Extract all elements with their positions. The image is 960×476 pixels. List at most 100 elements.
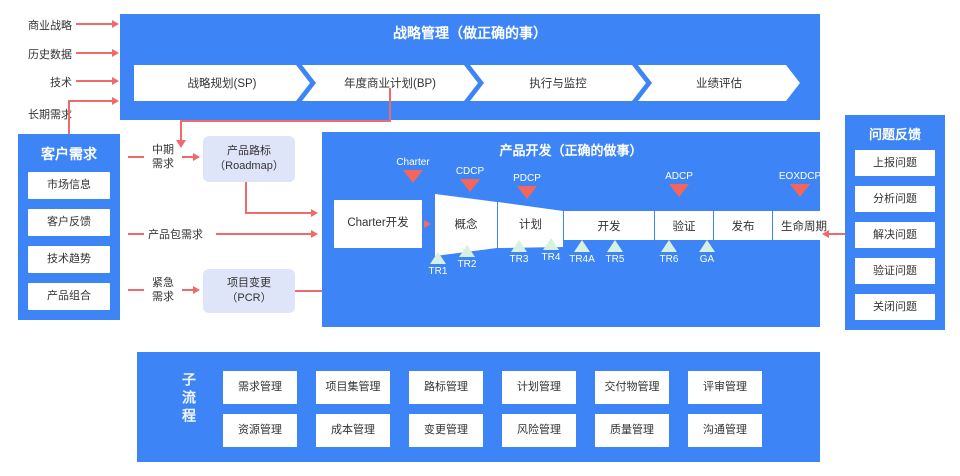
- product-development-panel: 产品开发（正确的做事） Charter开发 概念 计划 开发 验证 发布 生命周…: [322, 132, 835, 327]
- strategy-phase-evaluation[interactable]: 业绩评估: [638, 65, 800, 101]
- subprocess-item-plan[interactable]: 计划管理: [502, 371, 576, 404]
- subprocess-item-risk[interactable]: 风险管理: [502, 414, 576, 447]
- subprocess-panel-title: 子流程: [181, 372, 197, 426]
- phase-verification-label: 验证: [672, 220, 696, 233]
- subprocess-item-communication-label: 沟通管理: [703, 424, 747, 437]
- subprocess-item-program-label: 项目集管理: [325, 381, 381, 394]
- charter-development-box[interactable]: Charter开发: [334, 200, 422, 248]
- input-label-history-data: 历史数据: [28, 49, 72, 61]
- gate-marker-eoxdcp-icon: [790, 184, 810, 197]
- pcr-box-line1: 项目变更: [227, 277, 271, 290]
- gate-label-pdcp: PDCP: [513, 173, 541, 184]
- connector-arrow-roadmap-to-product: [311, 209, 318, 217]
- input-label-long-term-demand: 长期需求: [28, 109, 72, 121]
- issue-item-report[interactable]: 上报问题: [855, 150, 935, 176]
- customer-item-feedback[interactable]: 客户反馈: [28, 209, 110, 236]
- connector-line-urgent-2: [182, 289, 195, 291]
- review-label-tr4a: TR4A: [569, 254, 595, 265]
- connector-line-issue-to-product: [828, 233, 846, 235]
- gate-label-cdcp: CDCP: [455, 166, 485, 177]
- gate-marker-charter-icon: [403, 170, 423, 183]
- subprocess-item-requirement[interactable]: 需求管理: [223, 371, 297, 404]
- inbound-inputs: 商业战略 历史数据 技术 长期需求: [0, 0, 125, 135]
- phase-verification[interactable]: 验证: [655, 211, 713, 240]
- input-label-technology: 技术: [50, 77, 72, 89]
- connector-line-bp-vertical: [389, 88, 391, 121]
- connector-arrow-technology: [112, 77, 119, 85]
- subprocess-item-resource[interactable]: 资源管理: [223, 414, 297, 447]
- phase-development[interactable]: 开发: [564, 211, 654, 240]
- gate-label-charter: Charter: [396, 157, 430, 168]
- issue-item-resolve-label: 解决问题: [873, 228, 917, 241]
- connector-line-technology: [76, 80, 114, 82]
- roadmap-box-line1: 产品路标: [227, 145, 271, 158]
- pcr-box[interactable]: 项目变更 （PCR）: [203, 269, 295, 313]
- strategy-phase-execution[interactable]: 执行与监控: [470, 65, 646, 101]
- subprocess-item-deliverable[interactable]: 交付物管理: [595, 371, 669, 404]
- subprocess-item-cost[interactable]: 成本管理: [316, 414, 390, 447]
- subprocess-item-change-label: 变更管理: [424, 424, 468, 437]
- subprocess-item-risk-label: 风险管理: [517, 424, 561, 437]
- issue-item-analyze[interactable]: 分析问题: [855, 186, 935, 212]
- funnel-plan-label: 计划: [519, 219, 542, 231]
- flow-label-urgent-line2: 需求: [152, 290, 174, 303]
- gate-label-adcp: ADCP: [665, 171, 693, 182]
- connector-line-urgent: [128, 289, 144, 291]
- customer-item-tech-trend-label: 技术趋势: [47, 253, 91, 266]
- issue-item-verify-label: 验证问题: [873, 264, 917, 277]
- review-marker-ga-icon: [699, 240, 715, 252]
- connector-line-roadmap-down: [245, 182, 247, 214]
- phase-release-label: 发布: [731, 220, 755, 233]
- issue-panel-title: 问题反馈: [868, 127, 921, 142]
- customer-item-product-portfolio-label: 产品组合: [47, 290, 91, 303]
- phase-lifecycle-label: 生命周期: [781, 220, 827, 233]
- strategy-management-panel: 战略管理（做正确的事） 战略规划(SP) 年度商业计划(BP) 执行与监控 业绩…: [120, 14, 820, 120]
- gate-marker-adcp-icon: [669, 184, 689, 197]
- roadmap-box[interactable]: 产品路标 （Roadmap）: [203, 136, 295, 182]
- customer-item-market-info-label: 市场信息: [47, 179, 91, 192]
- strategy-phase-sp-label: 战略规划(SP): [187, 78, 257, 90]
- review-label-tr5: TR5: [605, 254, 625, 265]
- phase-release[interactable]: 发布: [714, 211, 772, 240]
- issue-item-verify[interactable]: 验证问题: [855, 258, 935, 284]
- subprocess-item-quality[interactable]: 质量管理: [595, 414, 669, 447]
- subprocess-item-roadmap[interactable]: 路标管理: [409, 371, 483, 404]
- connector-arrow-issue-to-product: [822, 230, 829, 238]
- connector-line-bp-horizontal: [180, 120, 391, 122]
- funnel-concept-label: 概念: [454, 219, 478, 231]
- connector-arrow-package: [311, 230, 318, 238]
- customer-item-market-info[interactable]: 市场信息: [28, 172, 110, 199]
- strategy-phase-sp[interactable]: 战略规划(SP): [134, 65, 310, 101]
- subprocess-item-program[interactable]: 项目集管理: [316, 371, 390, 404]
- review-label-tr6: TR6: [659, 254, 679, 265]
- connector-line-business-strategy: [76, 23, 114, 25]
- customer-panel-title: 客户需求: [41, 146, 97, 162]
- charter-to-concept-arrow: [424, 220, 431, 228]
- issue-item-resolve[interactable]: 解决问题: [855, 222, 935, 248]
- strategy-phase-row: 战略规划(SP) 年度商业计划(BP) 执行与监控 业绩评估: [134, 65, 800, 101]
- gate-label-eoxdcp: EOXDCP: [778, 171, 822, 182]
- review-label-tr3: TR3: [509, 254, 529, 265]
- review-marker-tr4-icon: [543, 238, 559, 250]
- connector-line-midterm: [128, 156, 144, 158]
- flow-label-midterm-line2: 需求: [152, 157, 174, 170]
- issue-item-close[interactable]: 关闭问题: [855, 294, 935, 320]
- flow-label-midterm-line1: 中期: [152, 144, 174, 156]
- gate-marker-cdcp-icon: [460, 179, 480, 192]
- customer-item-product-portfolio[interactable]: 产品组合: [28, 283, 110, 310]
- subprocess-item-review-label: 评审管理: [703, 381, 747, 394]
- customer-item-tech-trend[interactable]: 技术趋势: [28, 246, 110, 273]
- connector-line-history-data: [76, 52, 114, 54]
- subprocess-item-communication[interactable]: 沟通管理: [688, 414, 762, 447]
- review-label-tr4: TR4: [541, 252, 561, 263]
- subprocess-item-quality-label: 质量管理: [610, 424, 654, 437]
- flow-label-package: 产品包需求: [148, 229, 203, 241]
- issue-item-report-label: 上报问题: [873, 156, 917, 169]
- subprocess-item-deliverable-label: 交付物管理: [604, 381, 660, 394]
- issue-feedback-panel: 问题反馈 上报问题 分析问题 解决问题 验证问题 关闭问题: [845, 115, 945, 330]
- connector-arrow-roadmap-down: [176, 140, 186, 148]
- flow-label-urgent-line1: 紧急: [152, 277, 174, 289]
- connector-arrow-business-strategy: [112, 20, 119, 28]
- subprocess-item-review[interactable]: 评审管理: [688, 371, 762, 404]
- subprocess-item-change[interactable]: 变更管理: [409, 414, 483, 447]
